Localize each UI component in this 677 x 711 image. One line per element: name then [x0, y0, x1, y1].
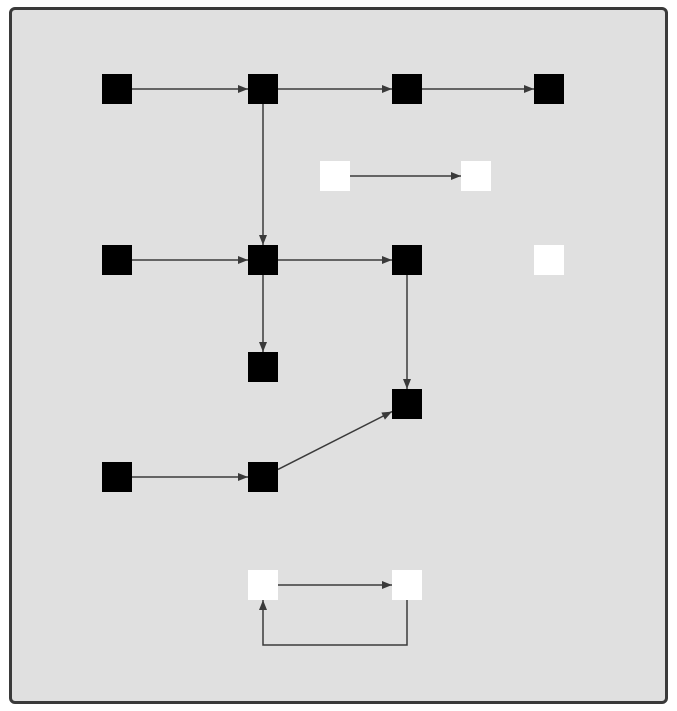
node-i[interactable]	[392, 245, 422, 275]
node-e[interactable]	[320, 161, 350, 191]
node-a[interactable]	[102, 74, 132, 104]
node-m[interactable]	[102, 462, 132, 492]
node-h[interactable]	[248, 245, 278, 275]
node-f[interactable]	[461, 161, 491, 191]
edge-p-o	[259, 600, 408, 646]
node-g[interactable]	[102, 245, 132, 275]
node-p[interactable]	[392, 570, 422, 600]
node-c[interactable]	[392, 74, 422, 104]
edge-n-l	[277, 410, 393, 471]
node-d[interactable]	[534, 74, 564, 104]
node-n[interactable]	[248, 462, 278, 492]
node-j[interactable]	[534, 245, 564, 275]
node-o[interactable]	[248, 570, 278, 600]
node-k[interactable]	[248, 352, 278, 382]
diagram-panel	[9, 7, 668, 704]
node-l[interactable]	[392, 389, 422, 419]
node-b[interactable]	[248, 74, 278, 104]
